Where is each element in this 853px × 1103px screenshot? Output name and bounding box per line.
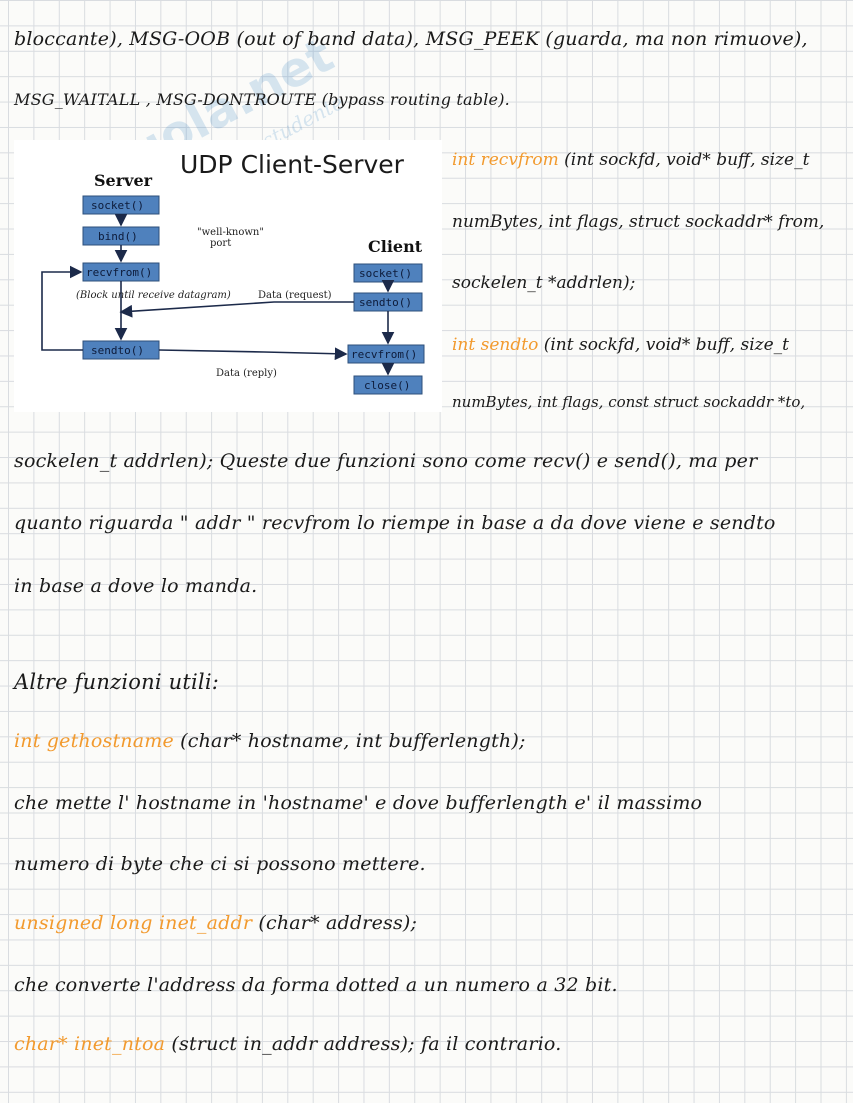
client-recvfrom-label: recvfrom() — [351, 348, 417, 361]
client-sendto-label: sendto() — [359, 296, 412, 309]
client-socket-label: socket() — [359, 267, 412, 280]
server-bind-label: bind() — [98, 230, 138, 243]
diagram-title: UDP Client-Server — [180, 150, 405, 179]
client-close-box — [353, 375, 423, 395]
text-line-9: numero di byte che ci si possono mettere… — [14, 853, 426, 875]
text-line-5: in base a dove lo manda. — [14, 575, 258, 597]
side-line-4: int sendto (int sockfd, void* buff, size… — [452, 335, 789, 355]
well-known-note-2: port — [210, 238, 231, 249]
side-line-1: int recvfrom (int sockfd, void* buff, si… — [452, 150, 809, 170]
server-recvfrom-label: recvfrom() — [86, 266, 152, 279]
client-label: Client — [368, 237, 423, 256]
side-line-2: numBytes, int flags, struct sockaddr* fr… — [452, 212, 825, 232]
side-line-3: sockelen_t *addrlen); — [452, 273, 636, 293]
text-line-1: bloccante), MSG-OOB (out of band data), … — [14, 28, 808, 50]
fn-recvfrom: int recvfrom — [452, 150, 559, 170]
server-label: Server — [94, 171, 153, 190]
udp-client-server-diagram: UDP Client-Server Server Client socket()… — [14, 140, 442, 412]
text-line-7-rest: (char* hostname, int bufferlength); — [180, 730, 526, 752]
data-reply-label: Data (reply) — [216, 368, 277, 379]
text-line-10-rest: (char* address); — [258, 912, 418, 934]
text-line-10: unsigned long inet_addr (char* address); — [14, 912, 845, 934]
server-socket-label: socket() — [91, 199, 144, 212]
well-known-note-1: "well-known" — [197, 227, 264, 238]
side-line-1-rest: (int sockfd, void* buff, size_t — [558, 150, 810, 170]
fn-inet-addr: unsigned long inet_addr — [14, 912, 253, 934]
text-line-12-rest: (struct in_addr address); fa il contrari… — [171, 1033, 562, 1055]
side-line-4-rest: (int sockfd, void* buff, size_t — [538, 335, 789, 355]
fn-gethostname: int gethostname — [14, 730, 174, 752]
text-line-2: MSG_WAITALL , MSG-DONTROUTE (bypass rout… — [14, 90, 510, 109]
data-request-label: Data (request) — [258, 290, 332, 301]
text-line-3: sockelen_t addrlen); Queste due funzioni… — [14, 450, 758, 472]
text-line-4: quanto riguarda " addr " recvfrom lo rie… — [14, 512, 776, 534]
fn-inet-ntoa: char* inet_ntoa — [14, 1033, 166, 1055]
side-line-5: numBytes, int flags, const struct sockad… — [452, 393, 806, 411]
text-line-12: char* inet_ntoa (struct in_addr address)… — [14, 1033, 845, 1055]
text-line-6: Altre funzioni utili: — [14, 670, 220, 694]
text-line-8: che mette l' hostname in 'hostname' e do… — [14, 792, 703, 814]
fn-sendto: int sendto — [452, 335, 539, 355]
server-sendto-label: sendto() — [91, 344, 144, 357]
text-line-11: che converte l'address da forma dotted a… — [14, 974, 618, 996]
client-close-label: close() — [364, 379, 410, 392]
block-note: (Block until receive datagram) — [76, 290, 231, 301]
text-line-7: int gethostname (char* hostname, int buf… — [14, 730, 845, 752]
